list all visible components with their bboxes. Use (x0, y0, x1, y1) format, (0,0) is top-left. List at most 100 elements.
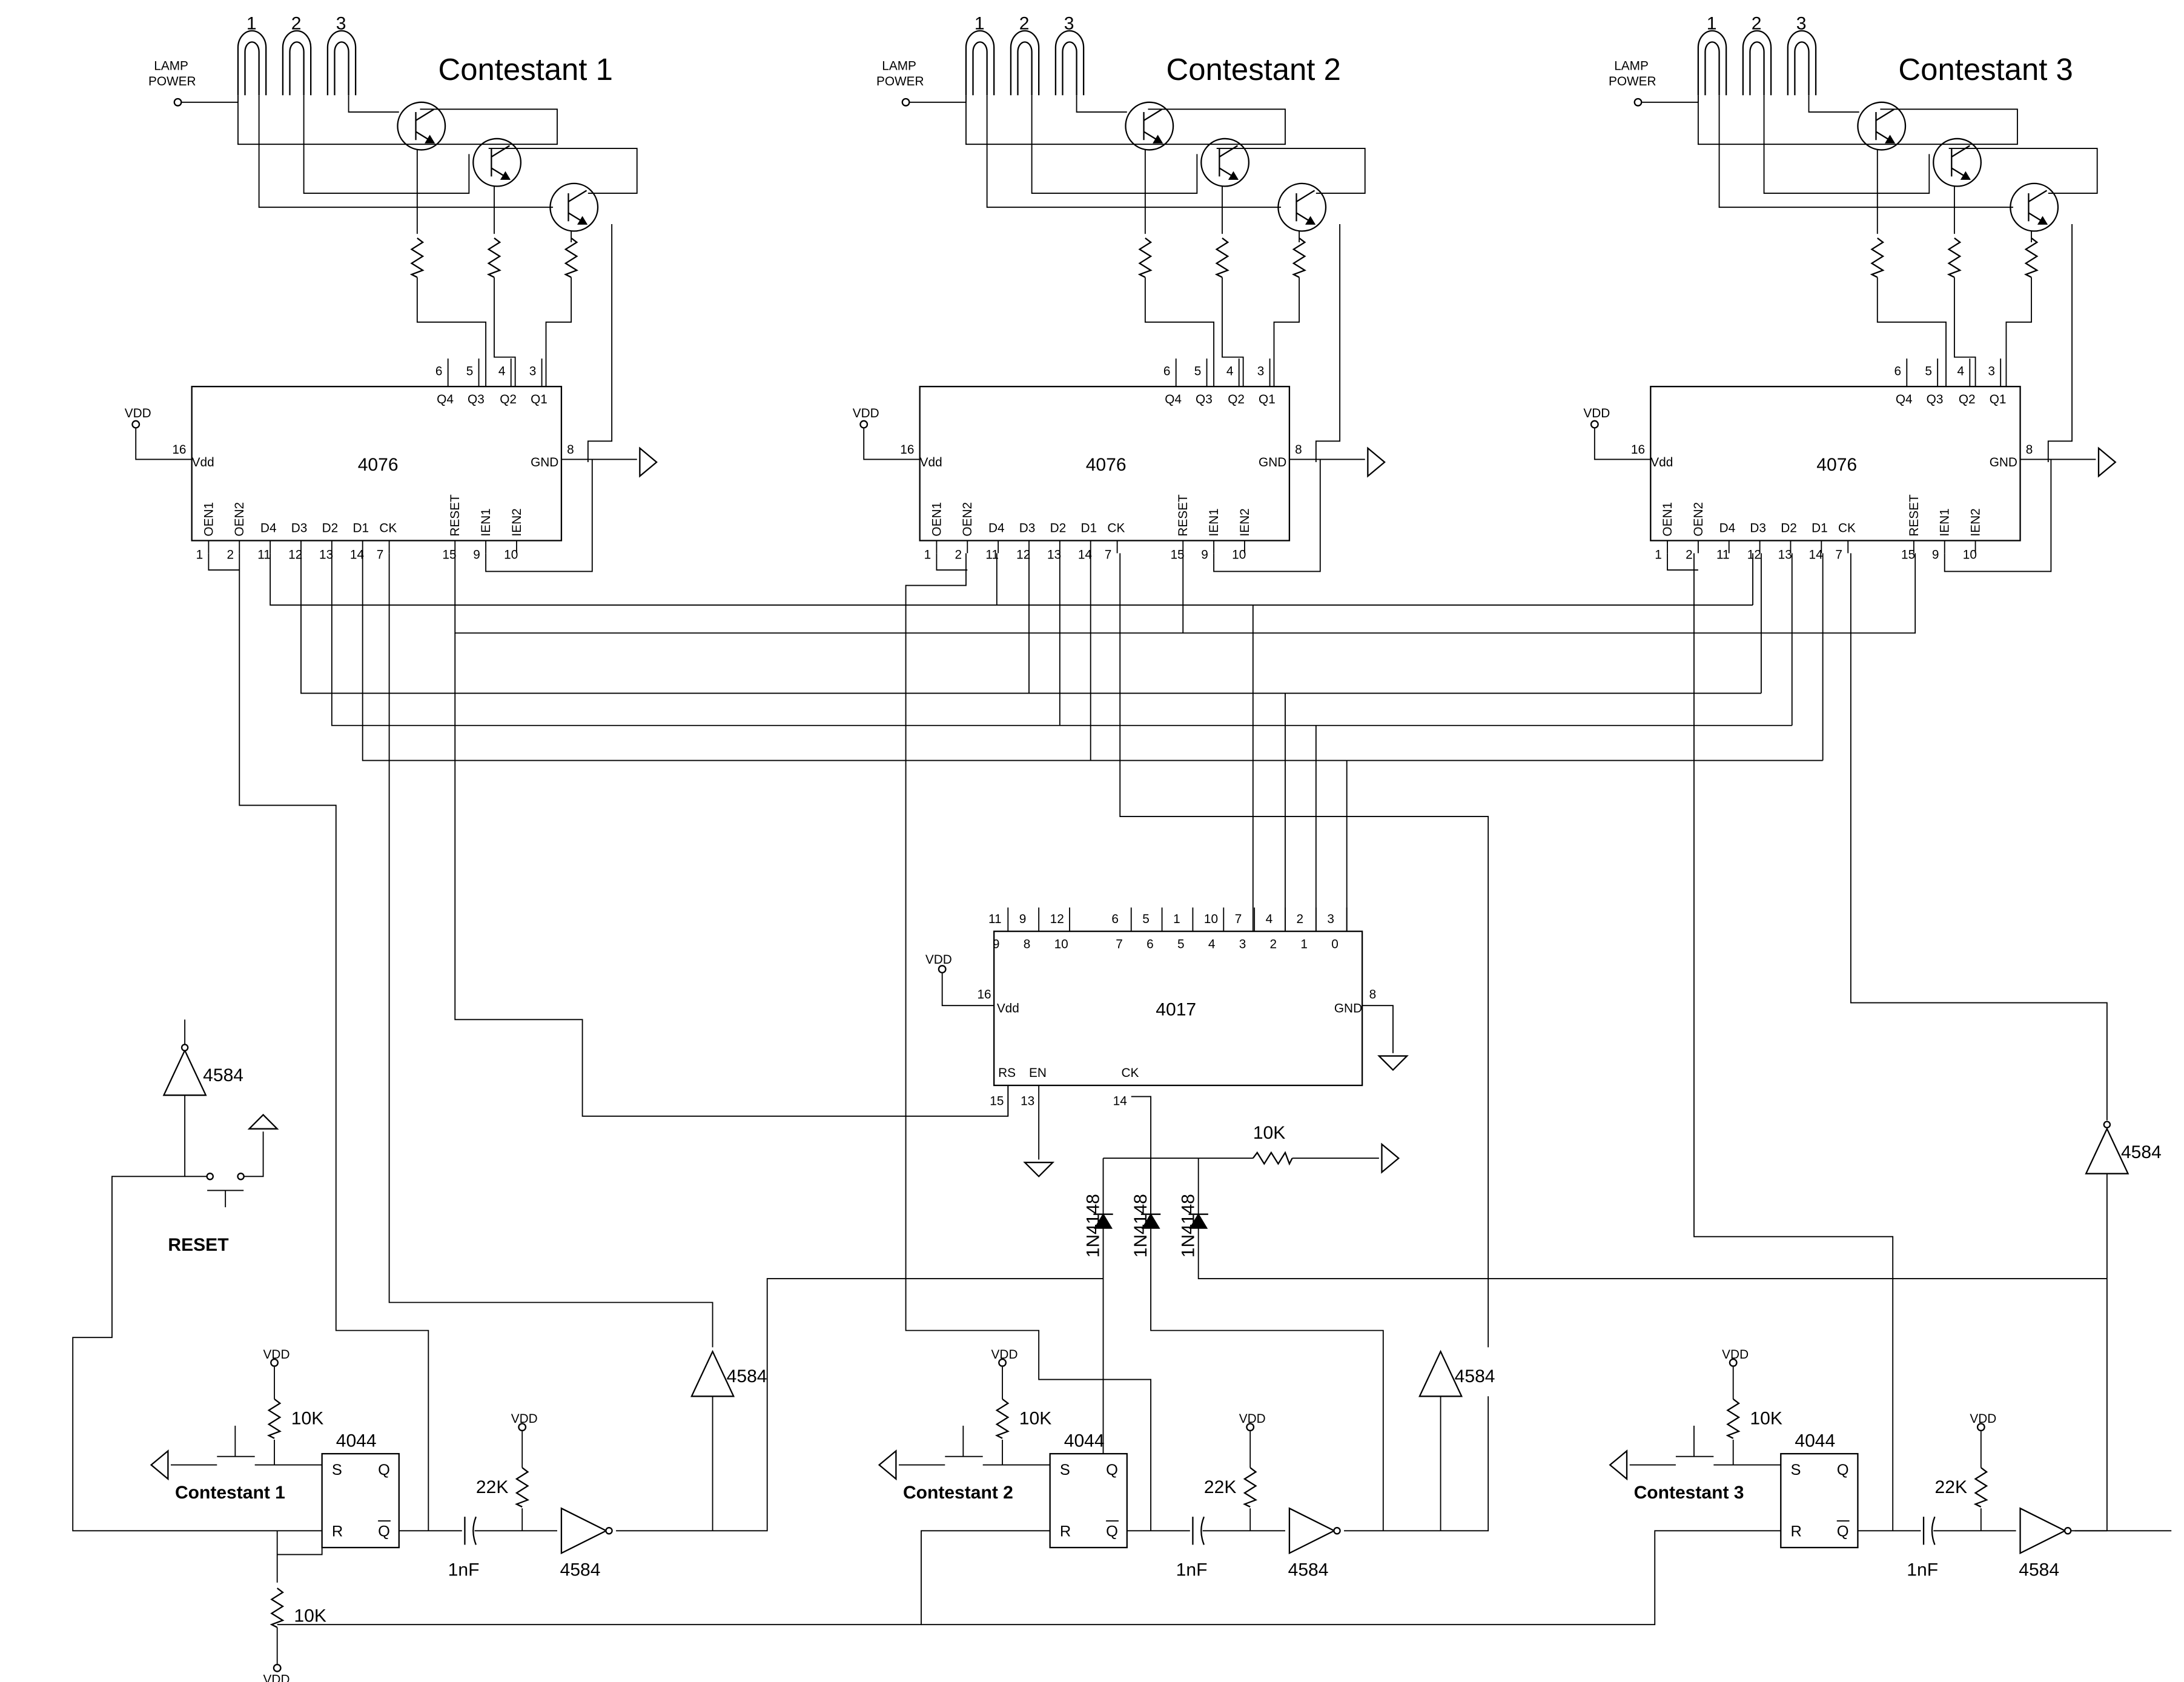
ic-4017-top-outer-0: 11 (988, 912, 1002, 926)
ic-4076-top-name-0: Q4 (437, 392, 454, 406)
ic-4076-bottom-name-0: OEN1 (930, 502, 944, 537)
ic-4017-top-outer-3: 6 (1111, 912, 1119, 926)
ic-4076-top-name-3: Q1 (1259, 392, 1276, 406)
ic-4076-bottom-pin-5: 14 (350, 548, 364, 562)
ic-4044-name: 4044 (1795, 1431, 1835, 1451)
ic-4076-name: 4076 (358, 455, 399, 475)
ic-4076-bottom-pin-3: 12 (288, 548, 302, 562)
ic-4017-gnd-pin: 8 (1369, 988, 1377, 1002)
ic-4017-top-outer-9: 2 (1296, 912, 1303, 926)
ic-4017-vdd-label: Vdd (997, 1002, 1019, 1016)
ic-4017-pin-15: 15 (990, 1094, 1004, 1108)
ic-4076-bottom-pin-4: 13 (1047, 548, 1061, 562)
ic-4017-top-inner-5: 5 (1177, 937, 1185, 951)
ic-4076-bottom-name-3: D3 (1750, 521, 1766, 535)
ic-4017-top-inner-3: 7 (1116, 937, 1123, 951)
ic-4076-vdd-label: Vdd (192, 455, 214, 469)
ic-4076-bottom-name-6: CK (379, 521, 397, 535)
ic-4017-top-outer-6: 10 (1204, 912, 1218, 926)
ic-4076-vdd-pin: 16 (172, 443, 186, 457)
ic-4076-bottom-pin-3: 12 (1747, 548, 1761, 562)
ic-4076-bottom-pin-9: 10 (504, 548, 518, 562)
lamp-1 (237, 30, 267, 96)
ic-4076-top-name-0: Q4 (1165, 392, 1182, 406)
ic-4076-bottom-name-1: OEN2 (233, 502, 247, 537)
ic-4017-top-outer-2: 12 (1050, 912, 1064, 926)
ic-4076-gnd-pin: 8 (1295, 443, 1302, 457)
lamp-2 (282, 30, 312, 96)
ic-4076-bottom-name-0: OEN1 (202, 502, 216, 537)
pullup-vdd: VDD (263, 1348, 290, 1362)
lamp-power-label-line1: LAMP (1614, 59, 1649, 73)
stage-links (712, 1278, 2107, 1532)
lamp-power-label-line1: LAMP (154, 59, 188, 73)
contestant-button-label: Contestant 1 (175, 1483, 285, 1503)
timing-res-label: 22K (1204, 1477, 1236, 1497)
cap-label: 1nF (1907, 1560, 1938, 1580)
ic-4044-pin-r: R (1790, 1523, 1801, 1540)
ic-4044-pin-q: Q (1106, 1462, 1118, 1478)
lamp-3-number: 3 (1064, 14, 1074, 34)
ic-4044-name: 4044 (1064, 1431, 1105, 1451)
ic-4017-top-inner-0: 9 (993, 937, 1000, 951)
ic-4076-bottom-name-5: D1 (353, 521, 369, 535)
ic-4076-bottom-pin-7: 15 (442, 548, 456, 562)
reset-pulldown-vdd: VDD (263, 1672, 290, 1682)
ic-4076-top-name-1: Q3 (468, 392, 485, 406)
ic-4076-bottom-pin-4: 13 (1778, 548, 1792, 562)
pullup-label: 10K (1019, 1409, 1051, 1429)
timing-vdd: VDD (1239, 1412, 1266, 1426)
lamp-3 (1054, 30, 1085, 96)
ic-4076-bottom-pin-8: 9 (1201, 548, 1208, 562)
ic-4076-bottom-name-7: RESET (448, 494, 462, 537)
ic-4017-pin-14: 14 (1113, 1094, 1127, 1108)
ic-4017-top-outer-4: 5 (1142, 912, 1150, 926)
ic-4044-pin-r: R (332, 1523, 343, 1540)
ic-4076-bottom-pin-1: 2 (955, 548, 962, 562)
ic-4076-bottom-name-2: D4 (988, 521, 1005, 535)
ic-4017-vdd-pin: 16 (977, 988, 991, 1002)
ic-4044-pin-s: S (1060, 1462, 1070, 1478)
pullup-label: 10K (291, 1409, 323, 1429)
ic-4017-top-inner-9: 1 (1300, 937, 1308, 951)
ic-4076-bottom-name-8: IEN1 (479, 508, 493, 536)
ic-4076-bottom-pin-0: 1 (196, 548, 204, 562)
ic-4076-name: 4076 (1086, 455, 1127, 475)
ic-4076-top-pin-3: 3 (1257, 365, 1265, 379)
ic-4044-pin-q: Q (1837, 1462, 1849, 1478)
ic-4076-bottom-pin-1: 2 (1686, 548, 1693, 562)
ic-4076-vdd-pin: 16 (900, 443, 914, 457)
reset-circuit: 4584 RESET VDD 10K (72, 1019, 1782, 1682)
ic-4076-bottom-pin-9: 10 (1232, 548, 1246, 562)
ic-4076-bottom-name-1: OEN2 (1692, 502, 1706, 537)
ic-4017-pin-13: 13 (1021, 1094, 1034, 1108)
diode-pulldown-label: 10K (1253, 1123, 1285, 1143)
ic-4076-top-pin-0: 6 (435, 365, 443, 379)
ic-4017-top-inner-4: 6 (1147, 937, 1154, 951)
ic-4076-bottom-name-5: D1 (1812, 521, 1828, 535)
ic-4076-top-name-3: Q1 (531, 392, 548, 406)
ic-4076-vdd-supply: VDD (1583, 406, 1610, 420)
ic-4076-bottom-name-2: D4 (1719, 521, 1736, 535)
ic-4076-gnd-pin: 8 (567, 443, 574, 457)
ic-4017-top-outer-7: 7 (1235, 912, 1242, 926)
timing-vdd: VDD (511, 1412, 538, 1426)
ic-4076-top-name-3: Q1 (1990, 392, 2007, 406)
ic-4076-top-pin-2: 4 (1226, 365, 1234, 379)
ic-4076-bottom-name-6: CK (1107, 521, 1125, 535)
ic-4076-bottom-name-2: D4 (260, 521, 277, 535)
ic-4017-gnd-label: GND (1334, 1002, 1362, 1016)
ic-4076-bottom-name-9: IEN2 (1969, 508, 1983, 536)
inverter-label: 4584 (2019, 1560, 2059, 1580)
ic-4076-bottom-pin-5: 14 (1809, 548, 1823, 562)
timing-res-label: 22K (1935, 1477, 1967, 1497)
cap-label: 1nF (448, 1560, 480, 1580)
inverter-label: 4584 (1288, 1560, 1329, 1580)
ic-4076-top-pin-1: 5 (1925, 365, 1932, 379)
ic-4076-bottom-pin-7: 15 (1901, 548, 1915, 562)
ic-4076-bottom-pin-1: 2 (227, 548, 234, 562)
ic-4076-bottom-name-4: D2 (1781, 521, 1797, 535)
ic-4044-pin-r: R (1060, 1523, 1071, 1540)
contestant-1-title: Contestant 1 (438, 52, 613, 87)
reset-label: RESET (168, 1235, 229, 1255)
